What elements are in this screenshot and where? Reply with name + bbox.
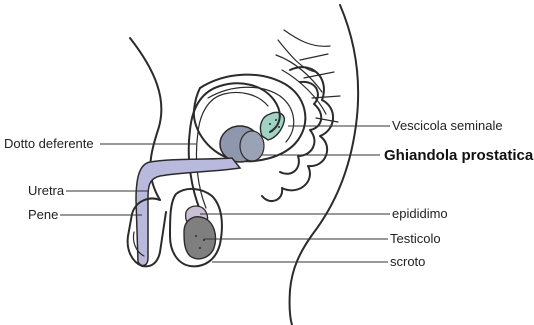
label-prostata: Ghiandola prostatica <box>384 147 534 164</box>
label-vescicola: Vescicola seminale <box>392 118 503 133</box>
label-uretra: Uretra <box>28 183 65 198</box>
label-dotto: Dotto deferente <box>4 136 94 151</box>
label-pene: Pene <box>28 207 58 222</box>
testicle <box>184 217 216 259</box>
label-testicolo: Testicolo <box>390 231 441 246</box>
label-epididimo: epididimo <box>392 206 448 221</box>
back-contour <box>290 5 359 325</box>
prostate-right <box>240 131 264 161</box>
label-scroto: scroto <box>390 254 425 269</box>
